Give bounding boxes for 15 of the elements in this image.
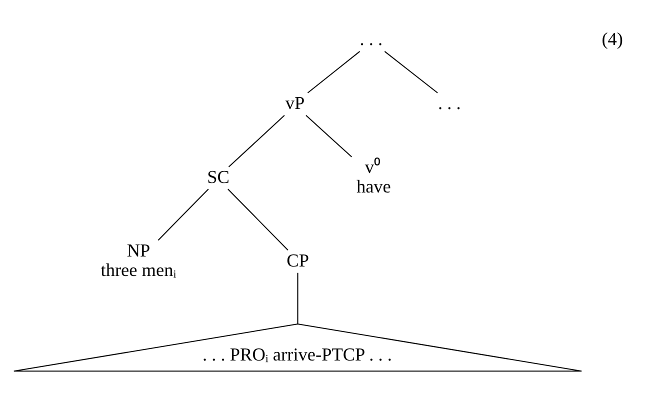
node-text: . . .	[360, 28, 383, 49]
node-text: NP three menᵢ	[100, 240, 176, 280]
connector	[228, 188, 288, 250]
connector	[384, 50, 438, 93]
connector	[307, 50, 360, 93]
connector	[306, 114, 352, 157]
connector	[297, 272, 298, 324]
connector	[228, 114, 285, 167]
node-text: vP	[285, 92, 305, 113]
connector	[158, 188, 209, 240]
label: (4)	[602, 28, 623, 49]
node-text: v⁰ have	[356, 156, 391, 196]
node-text: CP	[286, 250, 309, 270]
node-text: SC	[207, 166, 230, 186]
node-text: . . .	[438, 92, 461, 113]
